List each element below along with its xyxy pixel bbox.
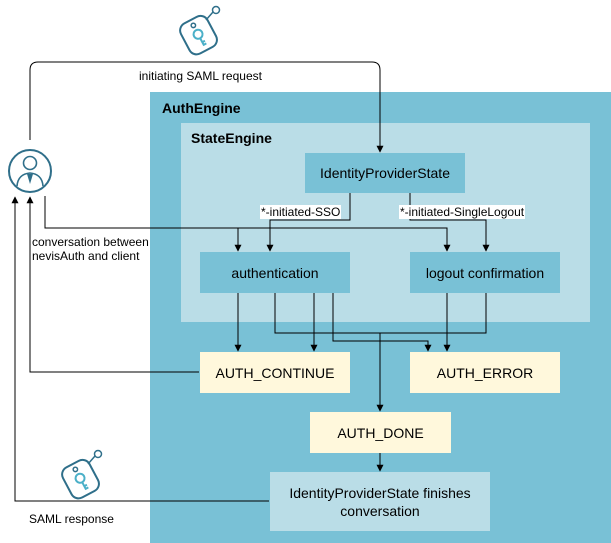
- state-engine-title: StateEngine: [191, 130, 272, 146]
- saml-request-label: initiating SAML request: [139, 69, 262, 83]
- conversation-label-line2: nevisAuth and client: [32, 249, 140, 263]
- edge-saml-request: [29, 61, 384, 153]
- user-icon-graphic: [8, 149, 52, 193]
- edge-initiated-logout: [409, 193, 490, 252]
- auth-error-node[interactable]: AUTH_ERROR: [410, 352, 560, 393]
- identity-provider-state-node[interactable]: IdentityProviderState: [305, 153, 465, 193]
- auth-done-label: AUTH_DONE: [337, 424, 424, 441]
- key-tag-icon: [52, 448, 108, 500]
- edge-continue-to-user: [26, 196, 199, 373]
- key-tag-icon-graphic-top: [179, 5, 221, 56]
- logout-confirmation-label: logout confirmation: [425, 264, 545, 281]
- auth-continue-node[interactable]: AUTH_CONTINUE: [200, 352, 350, 393]
- auth-engine-title: AuthEngine: [162, 100, 241, 116]
- logout-confirmation-node[interactable]: logout confirmation: [410, 252, 560, 293]
- finishes-conversation-label: IdentityProviderState finishes conversat…: [289, 484, 471, 519]
- auth-done-node[interactable]: AUTH_DONE: [310, 412, 451, 453]
- edge-conversation: [44, 196, 451, 252]
- authentication-node[interactable]: authentication: [200, 252, 350, 293]
- user-icon[interactable]: [7, 146, 53, 196]
- edge-saml-response: [11, 196, 269, 502]
- key-tag-icon-graphic-bottom: [61, 449, 103, 500]
- initiated-sso-label: *-initiated-SSO: [260, 205, 342, 219]
- edge-bus-upper: [274, 293, 487, 334]
- auth-error-label: AUTH_ERROR: [436, 364, 534, 381]
- finishes-conversation-node[interactable]: IdentityProviderState finishes conversat…: [270, 472, 490, 531]
- identity-provider-state-label: IdentityProviderState: [320, 165, 450, 181]
- authentication-label: authentication: [231, 264, 319, 281]
- saml-response-label: SAML response: [29, 512, 114, 526]
- auth-continue-label: AUTH_CONTINUE: [215, 364, 335, 381]
- conversation-label-line1: conversation between: [32, 235, 149, 249]
- edge-initiated-sso: [266, 193, 351, 252]
- initiated-logout-label: *-initiated-SingleLogout: [399, 205, 526, 219]
- key-tag-icon: [170, 4, 226, 56]
